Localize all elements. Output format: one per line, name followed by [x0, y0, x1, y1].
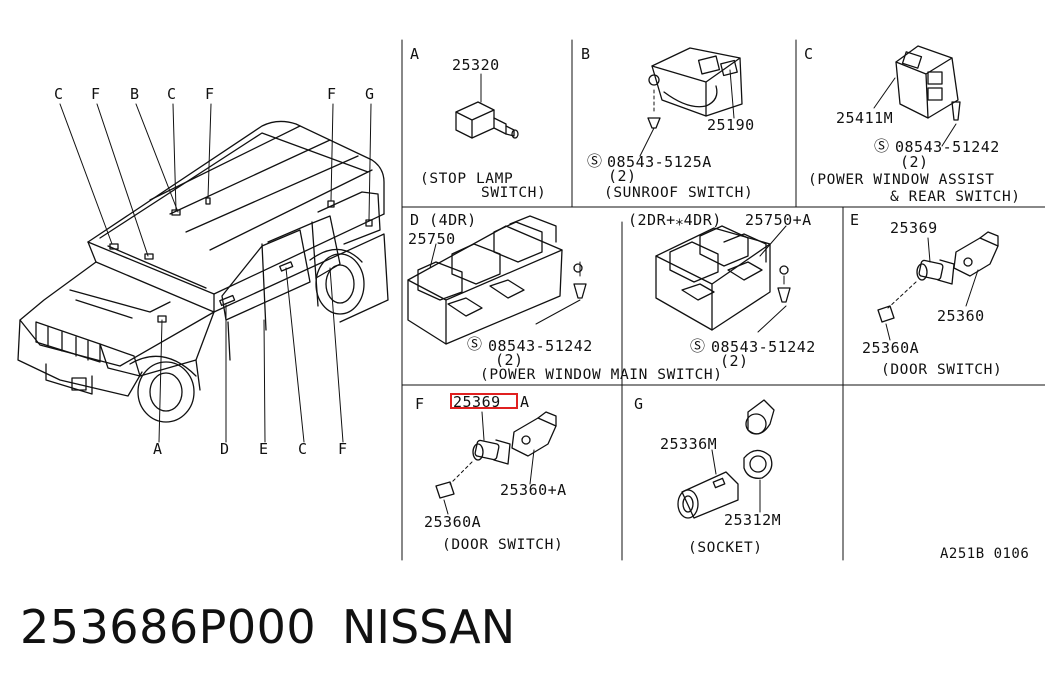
callout-a: A	[153, 440, 163, 458]
panel-c-screw-symbol: Ⓢ	[874, 137, 890, 155]
sunroof-switch-drawing	[639, 47, 743, 157]
brand-name: NISSAN	[342, 600, 516, 654]
panel-e-part-3[interactable]: 25360A	[862, 339, 920, 357]
callout-f-4: F	[338, 440, 348, 458]
panel-d-qty-1: (2)	[495, 351, 524, 369]
panel-b-qty: (2)	[608, 167, 637, 185]
callout-g: G	[365, 85, 375, 103]
socket-drawing	[677, 399, 775, 519]
panel-c-caption-2: & REAR SWITCH)	[890, 189, 1021, 205]
diagram-code: A251B 0106	[940, 546, 1030, 562]
panel-e-part-1[interactable]: 25369	[890, 219, 938, 237]
panel-d-part-2[interactable]: 25750+A	[745, 211, 812, 229]
panel-d-letter: D (4DR)	[410, 211, 477, 229]
panel-b-letter: B	[581, 45, 591, 63]
callout-d: D	[220, 440, 230, 458]
panel-c-part[interactable]: 25411M	[836, 109, 894, 127]
panel-g-caption: (SOCKET)	[688, 540, 763, 556]
callout-f-2: F	[205, 85, 215, 103]
panel-f-part-1-suffix: A	[520, 393, 530, 411]
panel-f-part-1[interactable]: 25369	[453, 393, 501, 411]
panel-grid	[401, 39, 1045, 561]
main-switch-4dr-drawing	[407, 215, 587, 345]
callout-f-3: F	[327, 85, 337, 103]
callout-f-1: F	[91, 85, 101, 103]
vehicle-drawing	[17, 103, 389, 443]
panel-d-screw-2-symbol: Ⓢ	[690, 337, 706, 355]
highlighted-part-box	[450, 393, 518, 409]
panel-c-qty: (2)	[900, 153, 929, 171]
panel-c-letter: C	[804, 45, 814, 63]
panel-d-part[interactable]: 25750	[408, 230, 456, 248]
panel-b-screw-symbol: Ⓢ	[587, 152, 603, 170]
panel-c-screw[interactable]: 08543-51242	[895, 138, 1000, 156]
panel-d-caption: (POWER WINDOW MAIN SWITCH)	[480, 367, 723, 383]
callout-b: B	[130, 85, 140, 103]
panel-c-caption-1: (POWER WINDOW ASSIST	[808, 172, 995, 188]
callout-e: E	[259, 440, 269, 458]
callout-c-1: C	[54, 85, 64, 103]
panel-g-part-2[interactable]: 25312M	[724, 511, 782, 529]
panel-e-letter: E	[850, 211, 860, 229]
panel-d-screw-2[interactable]: 08543-51242	[711, 338, 816, 356]
main-switch-2dr-drawing	[655, 225, 791, 333]
callout-c-3: C	[298, 440, 308, 458]
stop-lamp-switch-drawing	[455, 73, 519, 139]
panel-d-variant: (2DR+⁎4DR)	[628, 211, 722, 229]
part-number: 253686P000	[20, 600, 317, 654]
door-switch-e-drawing	[877, 231, 999, 341]
door-switch-f-drawing	[435, 411, 557, 515]
panel-b-part[interactable]: 25190	[707, 116, 755, 134]
panel-f-caption: (DOOR SWITCH)	[442, 537, 564, 553]
panel-a-caption-2: SWITCH)	[481, 185, 547, 201]
panel-e-part-2[interactable]: 25360	[937, 307, 985, 325]
panel-b-caption: (SUNROOF SWITCH)	[604, 185, 754, 201]
panel-d-screw-1[interactable]: 08543-51242	[488, 337, 593, 355]
panel-d-qty-2: (2)	[720, 352, 749, 370]
panel-g-letter: G	[634, 395, 644, 413]
panel-f-part-3[interactable]: 25360A	[424, 513, 482, 531]
panel-b-screw[interactable]: 08543-5125A	[607, 153, 712, 171]
panel-a-part[interactable]: 25320	[452, 56, 500, 74]
panel-a-letter: A	[410, 45, 420, 63]
panel-f-letter: F	[415, 395, 425, 413]
panel-d-screw-1-symbol: Ⓢ	[467, 335, 483, 353]
panel-e-caption: (DOOR SWITCH)	[881, 362, 1003, 378]
panel-a-caption-1: (STOP LAMP	[420, 171, 514, 187]
callout-c-2: C	[167, 85, 177, 103]
panel-f-part-2[interactable]: 25360+A	[500, 481, 567, 499]
panel-g-part-1[interactable]: 25336M	[660, 435, 718, 453]
assist-switch-drawing	[873, 45, 961, 147]
